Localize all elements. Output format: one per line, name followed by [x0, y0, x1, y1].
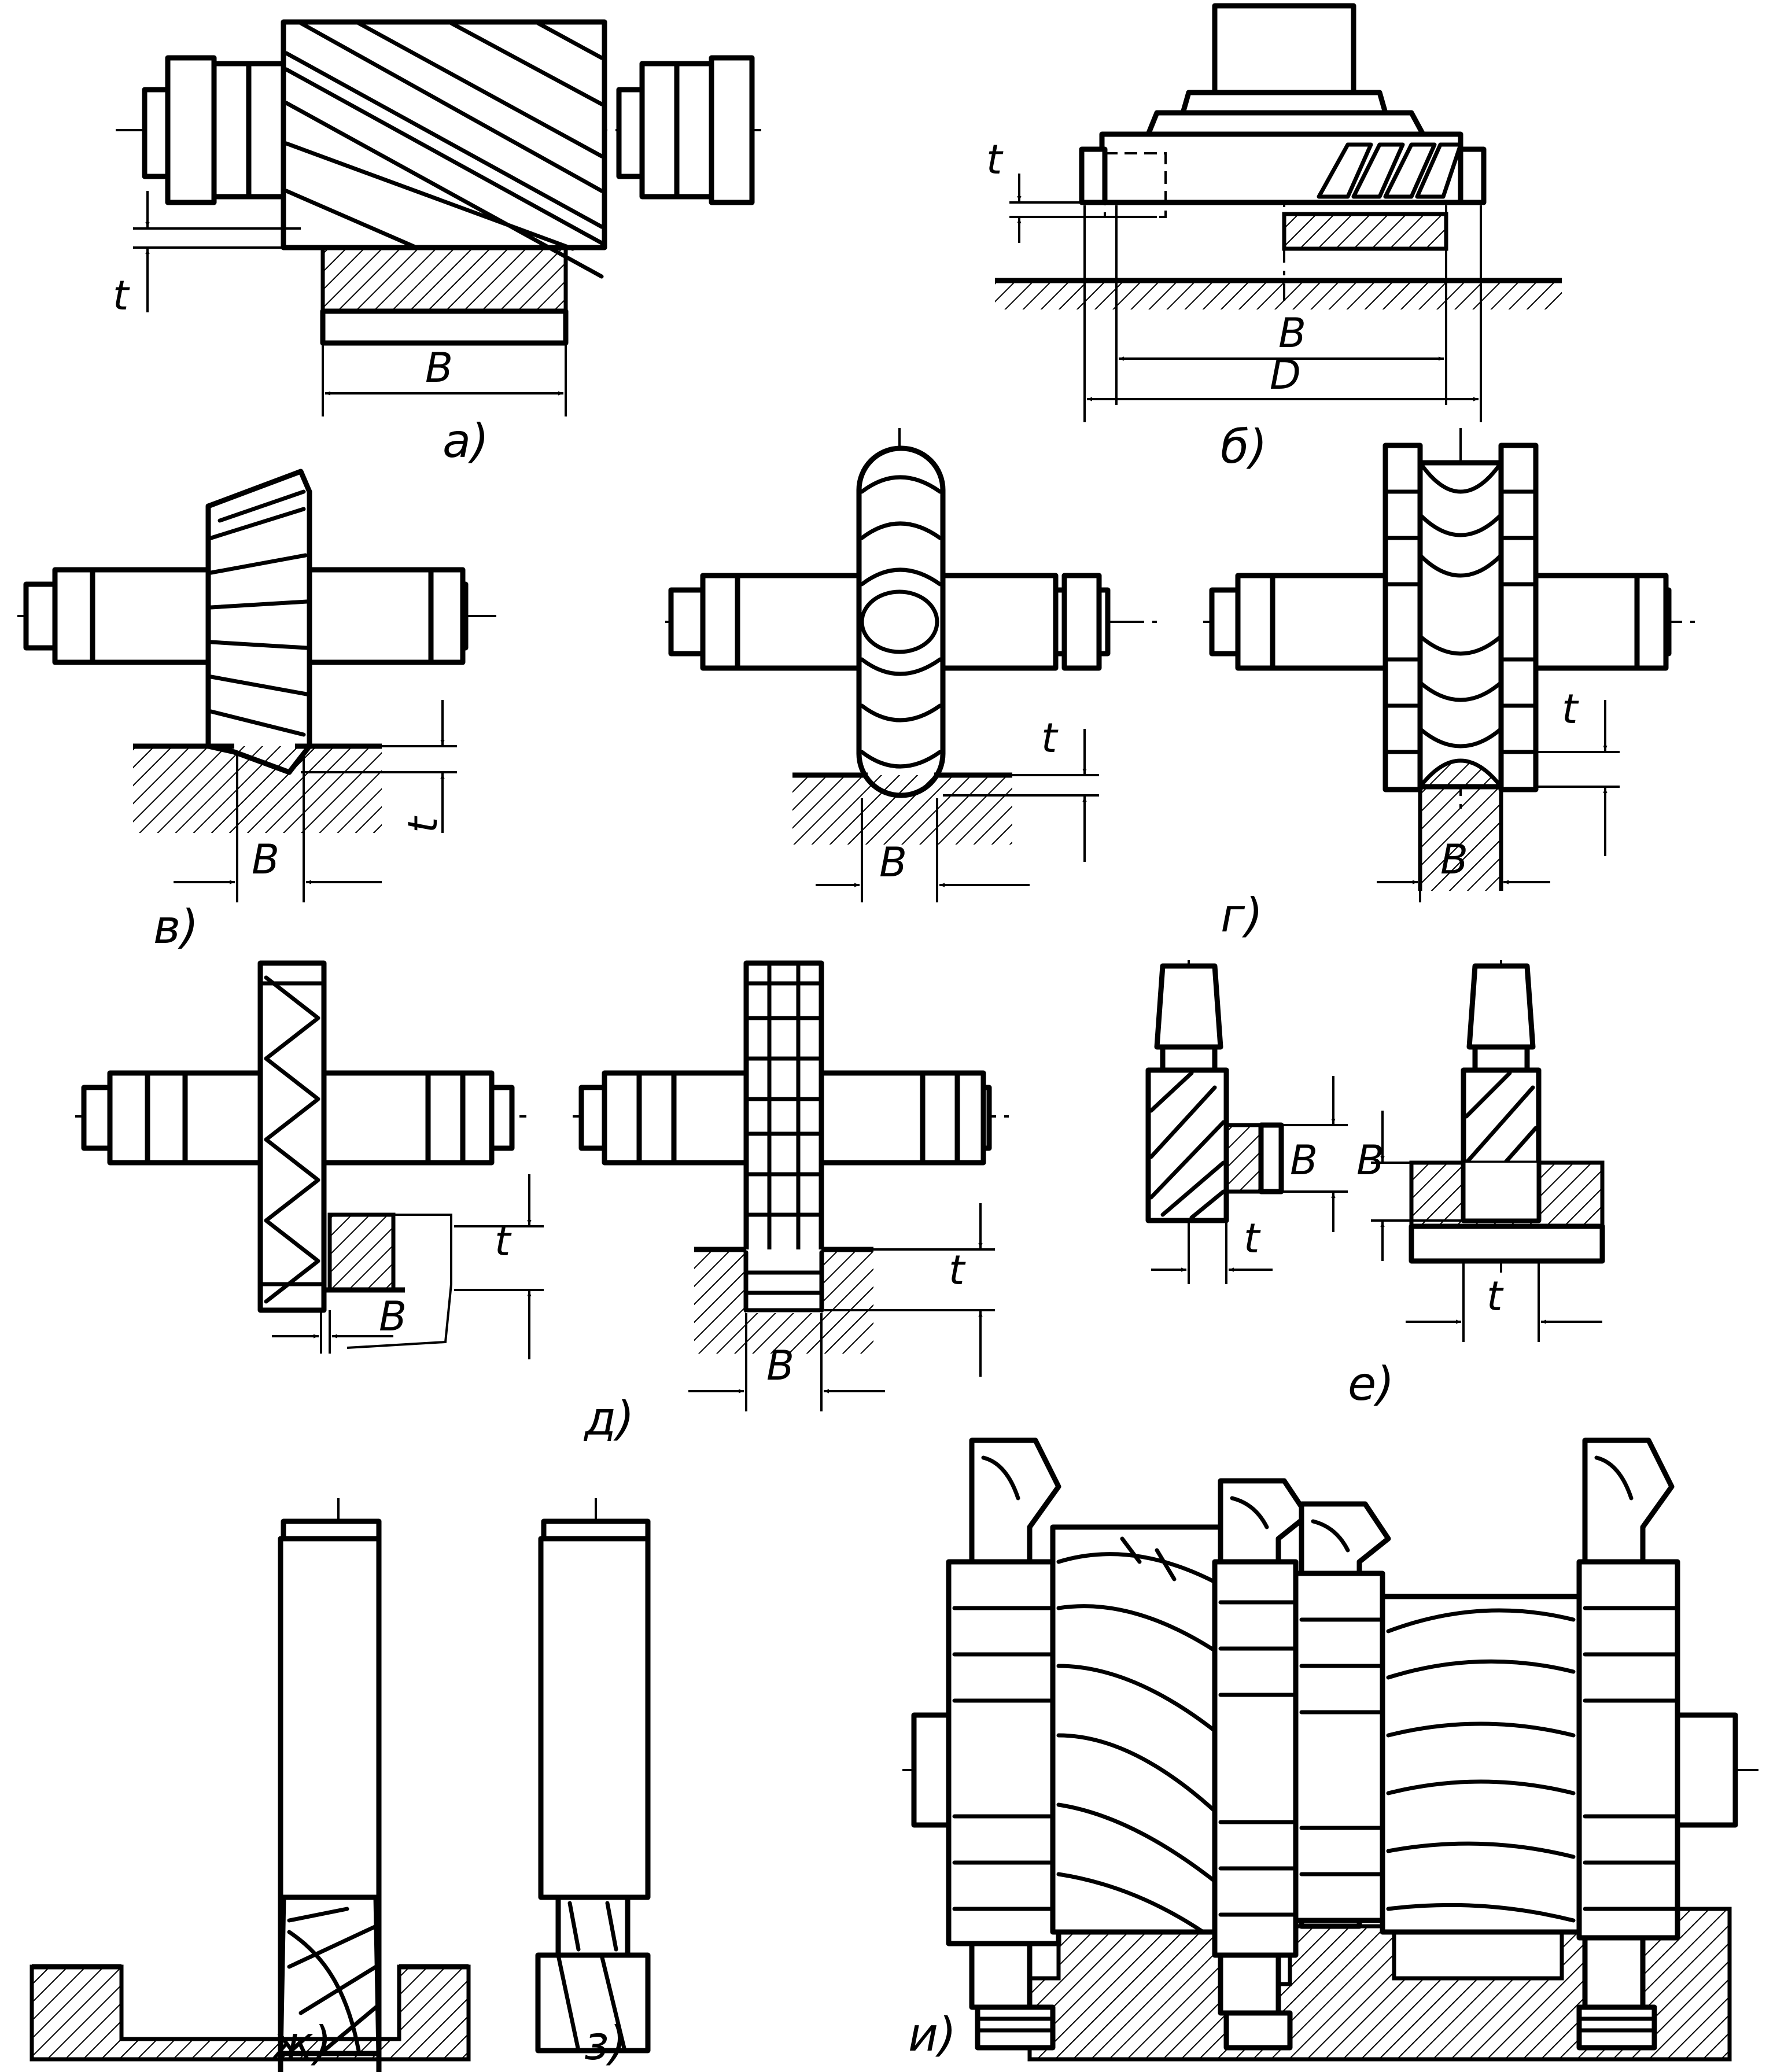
- figure-d-disc-cutters: t B t B д): [75, 960, 1012, 1446]
- caption-b: б): [1221, 420, 1267, 474]
- figure-b-face-mill: t B D б): [986, 3, 1562, 474]
- fig-b-d-label: D: [1270, 351, 1301, 399]
- caption-d: д): [583, 1392, 635, 1446]
- fig-g2-t-label: t: [1562, 685, 1579, 733]
- fig-g2-b-label: B: [1440, 836, 1468, 883]
- figure-zh-end-mill-pocket: ж): [30, 1498, 471, 2072]
- fig-d2-t-label: t: [949, 1247, 966, 1294]
- fig-v-b-label: B: [252, 836, 279, 883]
- figure-v-angular-cutter: t B в): [17, 469, 497, 954]
- fig-e1-b-label: B: [1290, 1137, 1318, 1184]
- figure-z-slot-mill: з): [535, 1498, 651, 2070]
- fig-a-b-label: B: [425, 344, 453, 392]
- fig-b-t-label: t: [986, 136, 1004, 183]
- caption-zh: ж): [271, 2016, 331, 2070]
- figure-a-cylindrical-cutter: t B a): [113, 19, 764, 468]
- fig-g1-t-label: t: [1041, 714, 1059, 762]
- caption-g: г): [1221, 888, 1263, 942]
- fig-g1-b-label: B: [879, 839, 907, 886]
- caption-z: з): [584, 2016, 627, 2070]
- fig-e1-t-label: t: [1244, 1215, 1261, 1262]
- fig-b-b-label: B: [1278, 309, 1306, 357]
- caption-e: е): [1348, 1357, 1394, 1411]
- caption-a: a): [443, 414, 489, 468]
- fig-d1-t-label: t: [495, 1218, 512, 1265]
- figure-e-end-mills: B t B t е): [1145, 960, 1605, 1411]
- fig-d1-b-label: B: [379, 1293, 407, 1340]
- fig-a-t-label: t: [113, 272, 130, 319]
- caption-i: и): [908, 2008, 956, 2062]
- caption-v: в): [153, 900, 198, 954]
- fig-v-t-label: t: [399, 816, 447, 833]
- fig-e2-t-label: t: [1487, 1273, 1504, 1320]
- figure-g-shaped-cutters: t B t B г): [665, 428, 1701, 942]
- fig-d2-b-label: B: [766, 1342, 794, 1389]
- fig-e2-b-label: B: [1356, 1137, 1384, 1184]
- figure-i-gang-milling: и): [902, 1437, 1758, 2062]
